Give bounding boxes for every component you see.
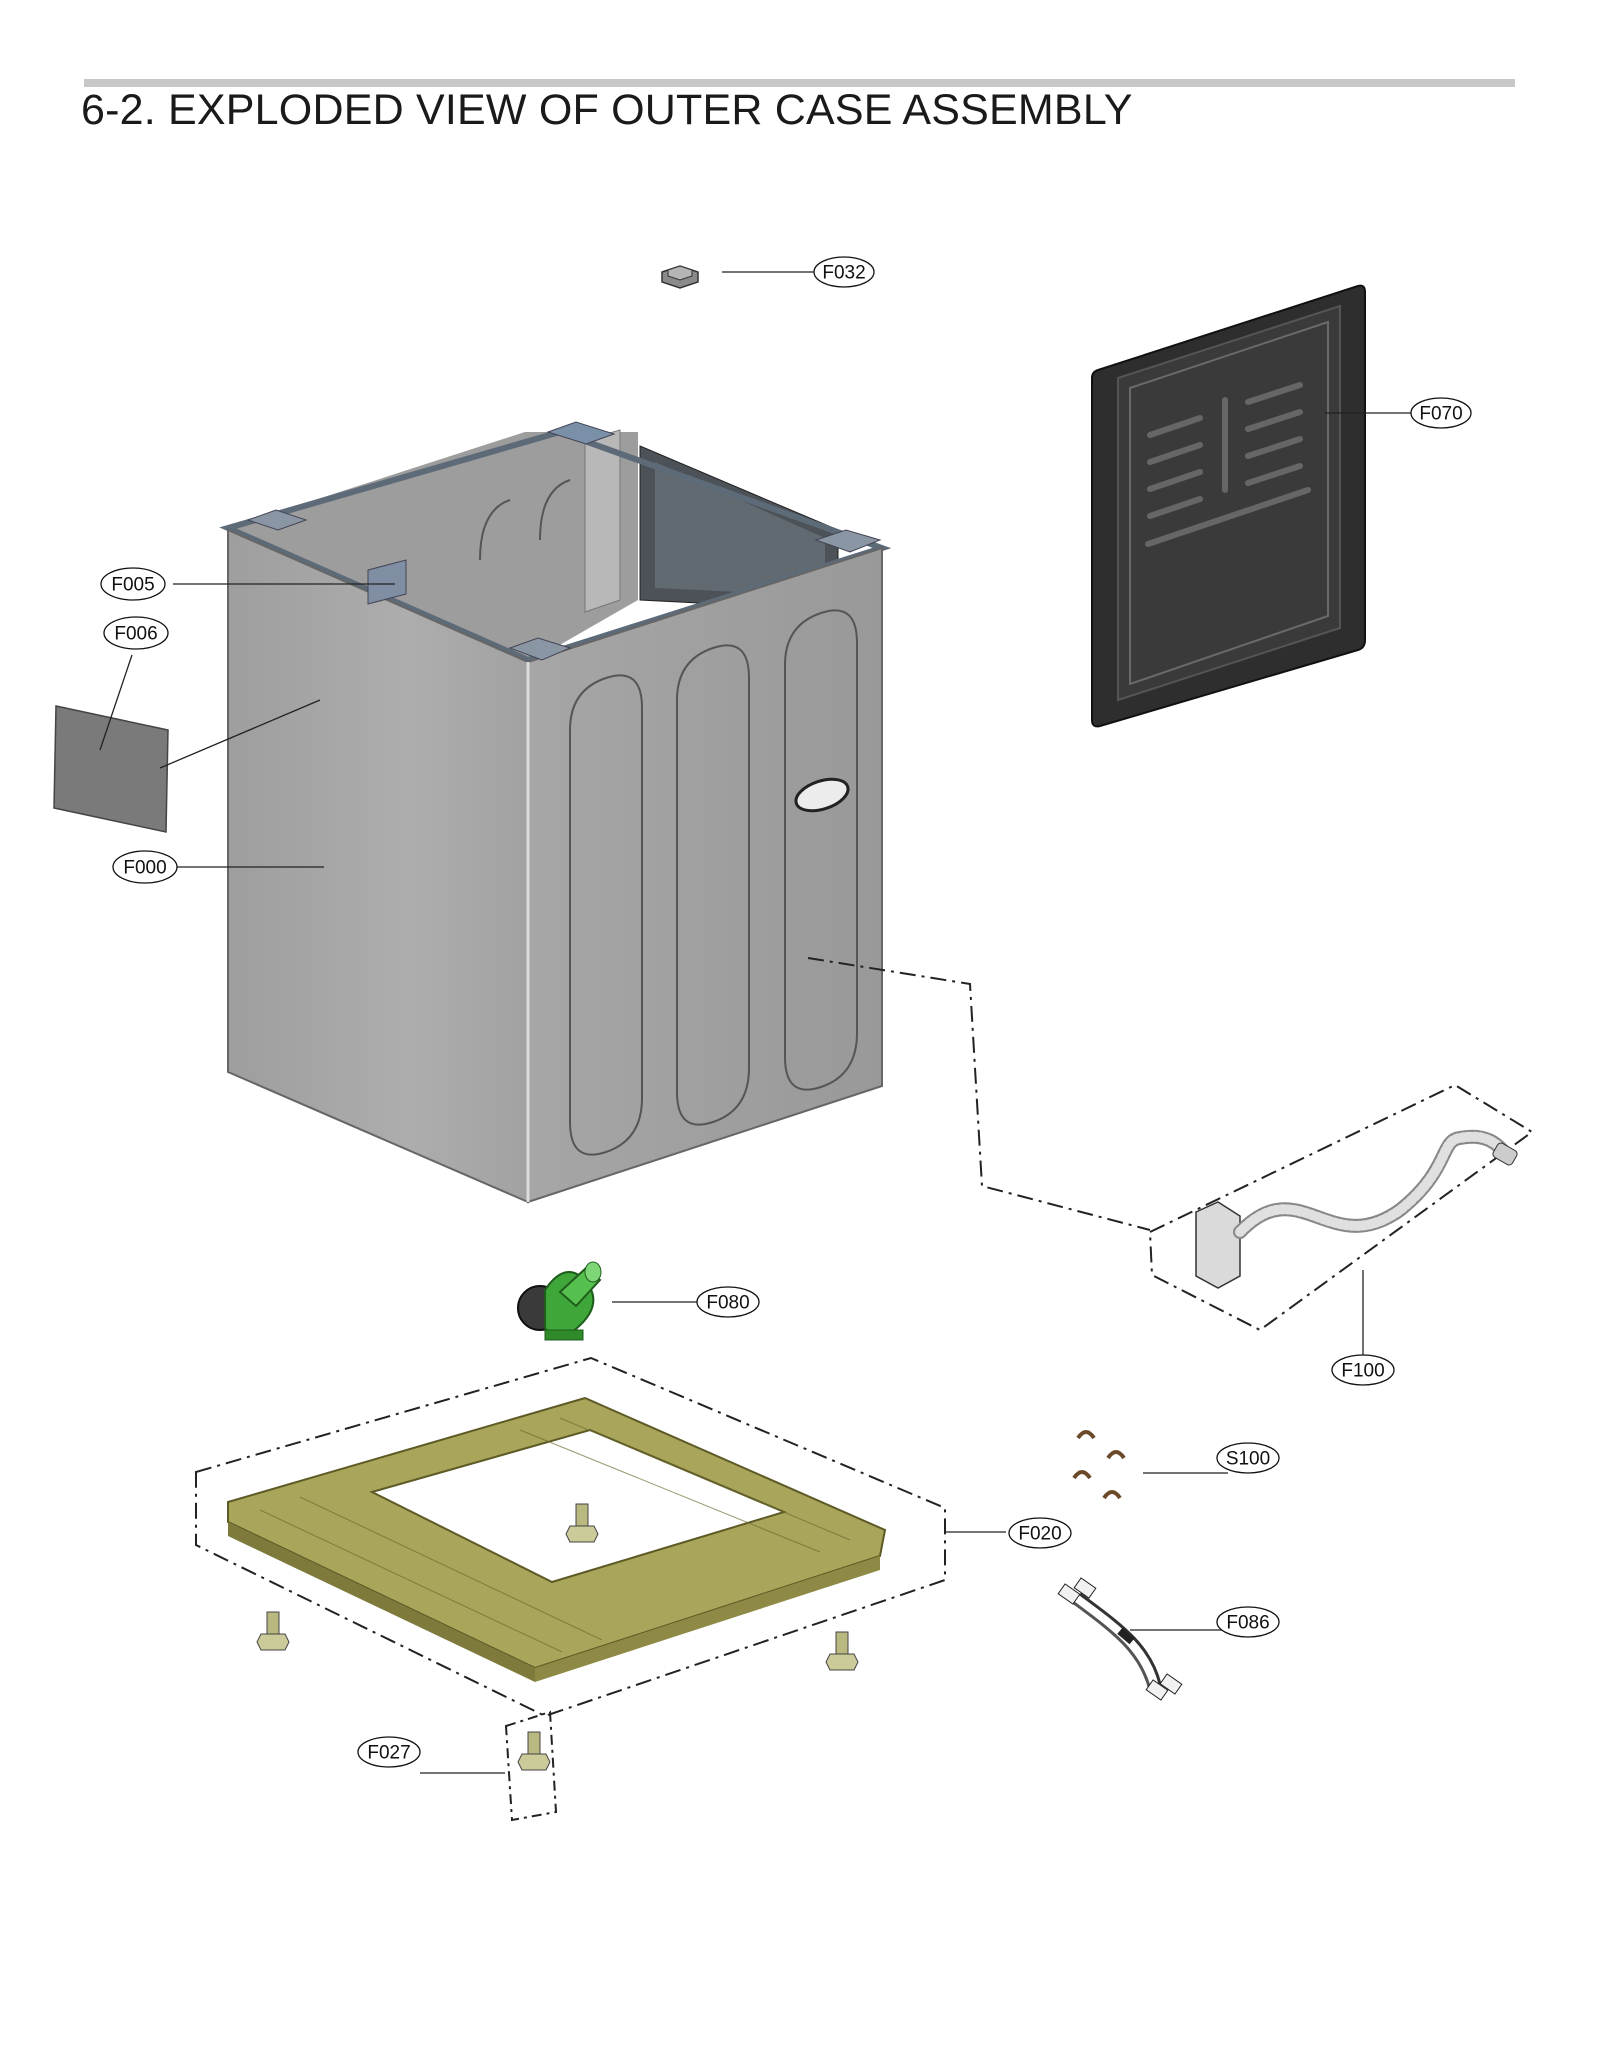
callout-F000: F000: [112, 850, 178, 884]
callout-F080: F080: [696, 1286, 760, 1318]
svg-text:F086: F086: [1226, 1613, 1269, 1634]
callout-F006: F006: [103, 616, 169, 650]
callout-F070: F070: [1410, 397, 1472, 429]
svg-text:F070: F070: [1419, 404, 1462, 425]
callout-F100: F100: [1331, 1354, 1395, 1386]
svg-text:F032: F032: [822, 263, 865, 284]
svg-text:S100: S100: [1226, 1449, 1270, 1470]
callout-F027: F027: [357, 1736, 421, 1768]
drain-hose-assembly-part: [1195, 1129, 1518, 1289]
svg-text:F027: F027: [367, 1743, 410, 1764]
svg-text:F006: F006: [114, 624, 157, 645]
svg-text:F020: F020: [1018, 1524, 1061, 1545]
callout-F005: F005: [100, 567, 166, 601]
svg-text:F080: F080: [706, 1293, 749, 1314]
callout-F020: F020: [1008, 1517, 1072, 1549]
svg-text:F005: F005: [111, 575, 154, 596]
svg-text:F000: F000: [123, 858, 166, 879]
svg-text:F100: F100: [1341, 1361, 1384, 1382]
leveling-leg-parts: [256, 1503, 859, 1771]
page-title: 6-2. EXPLODED VIEW OF OUTER CASE ASSEMBL…: [81, 86, 1133, 134]
hose-clamps-part: [1072, 1430, 1126, 1500]
drain-pump-part: [517, 1261, 602, 1341]
outer-case-cabinet-part: [219, 421, 892, 1204]
callout-S100: S100: [1216, 1442, 1280, 1474]
wire-harness-part: [1057, 1577, 1183, 1701]
callout-F032: F032: [813, 256, 875, 288]
callout-F086: F086: [1216, 1606, 1280, 1638]
rear-cover-panel-part: [1091, 284, 1366, 728]
damping-pad-part: [53, 705, 169, 833]
title-rule: [84, 79, 1515, 87]
cap-clip-part: [661, 265, 699, 289]
